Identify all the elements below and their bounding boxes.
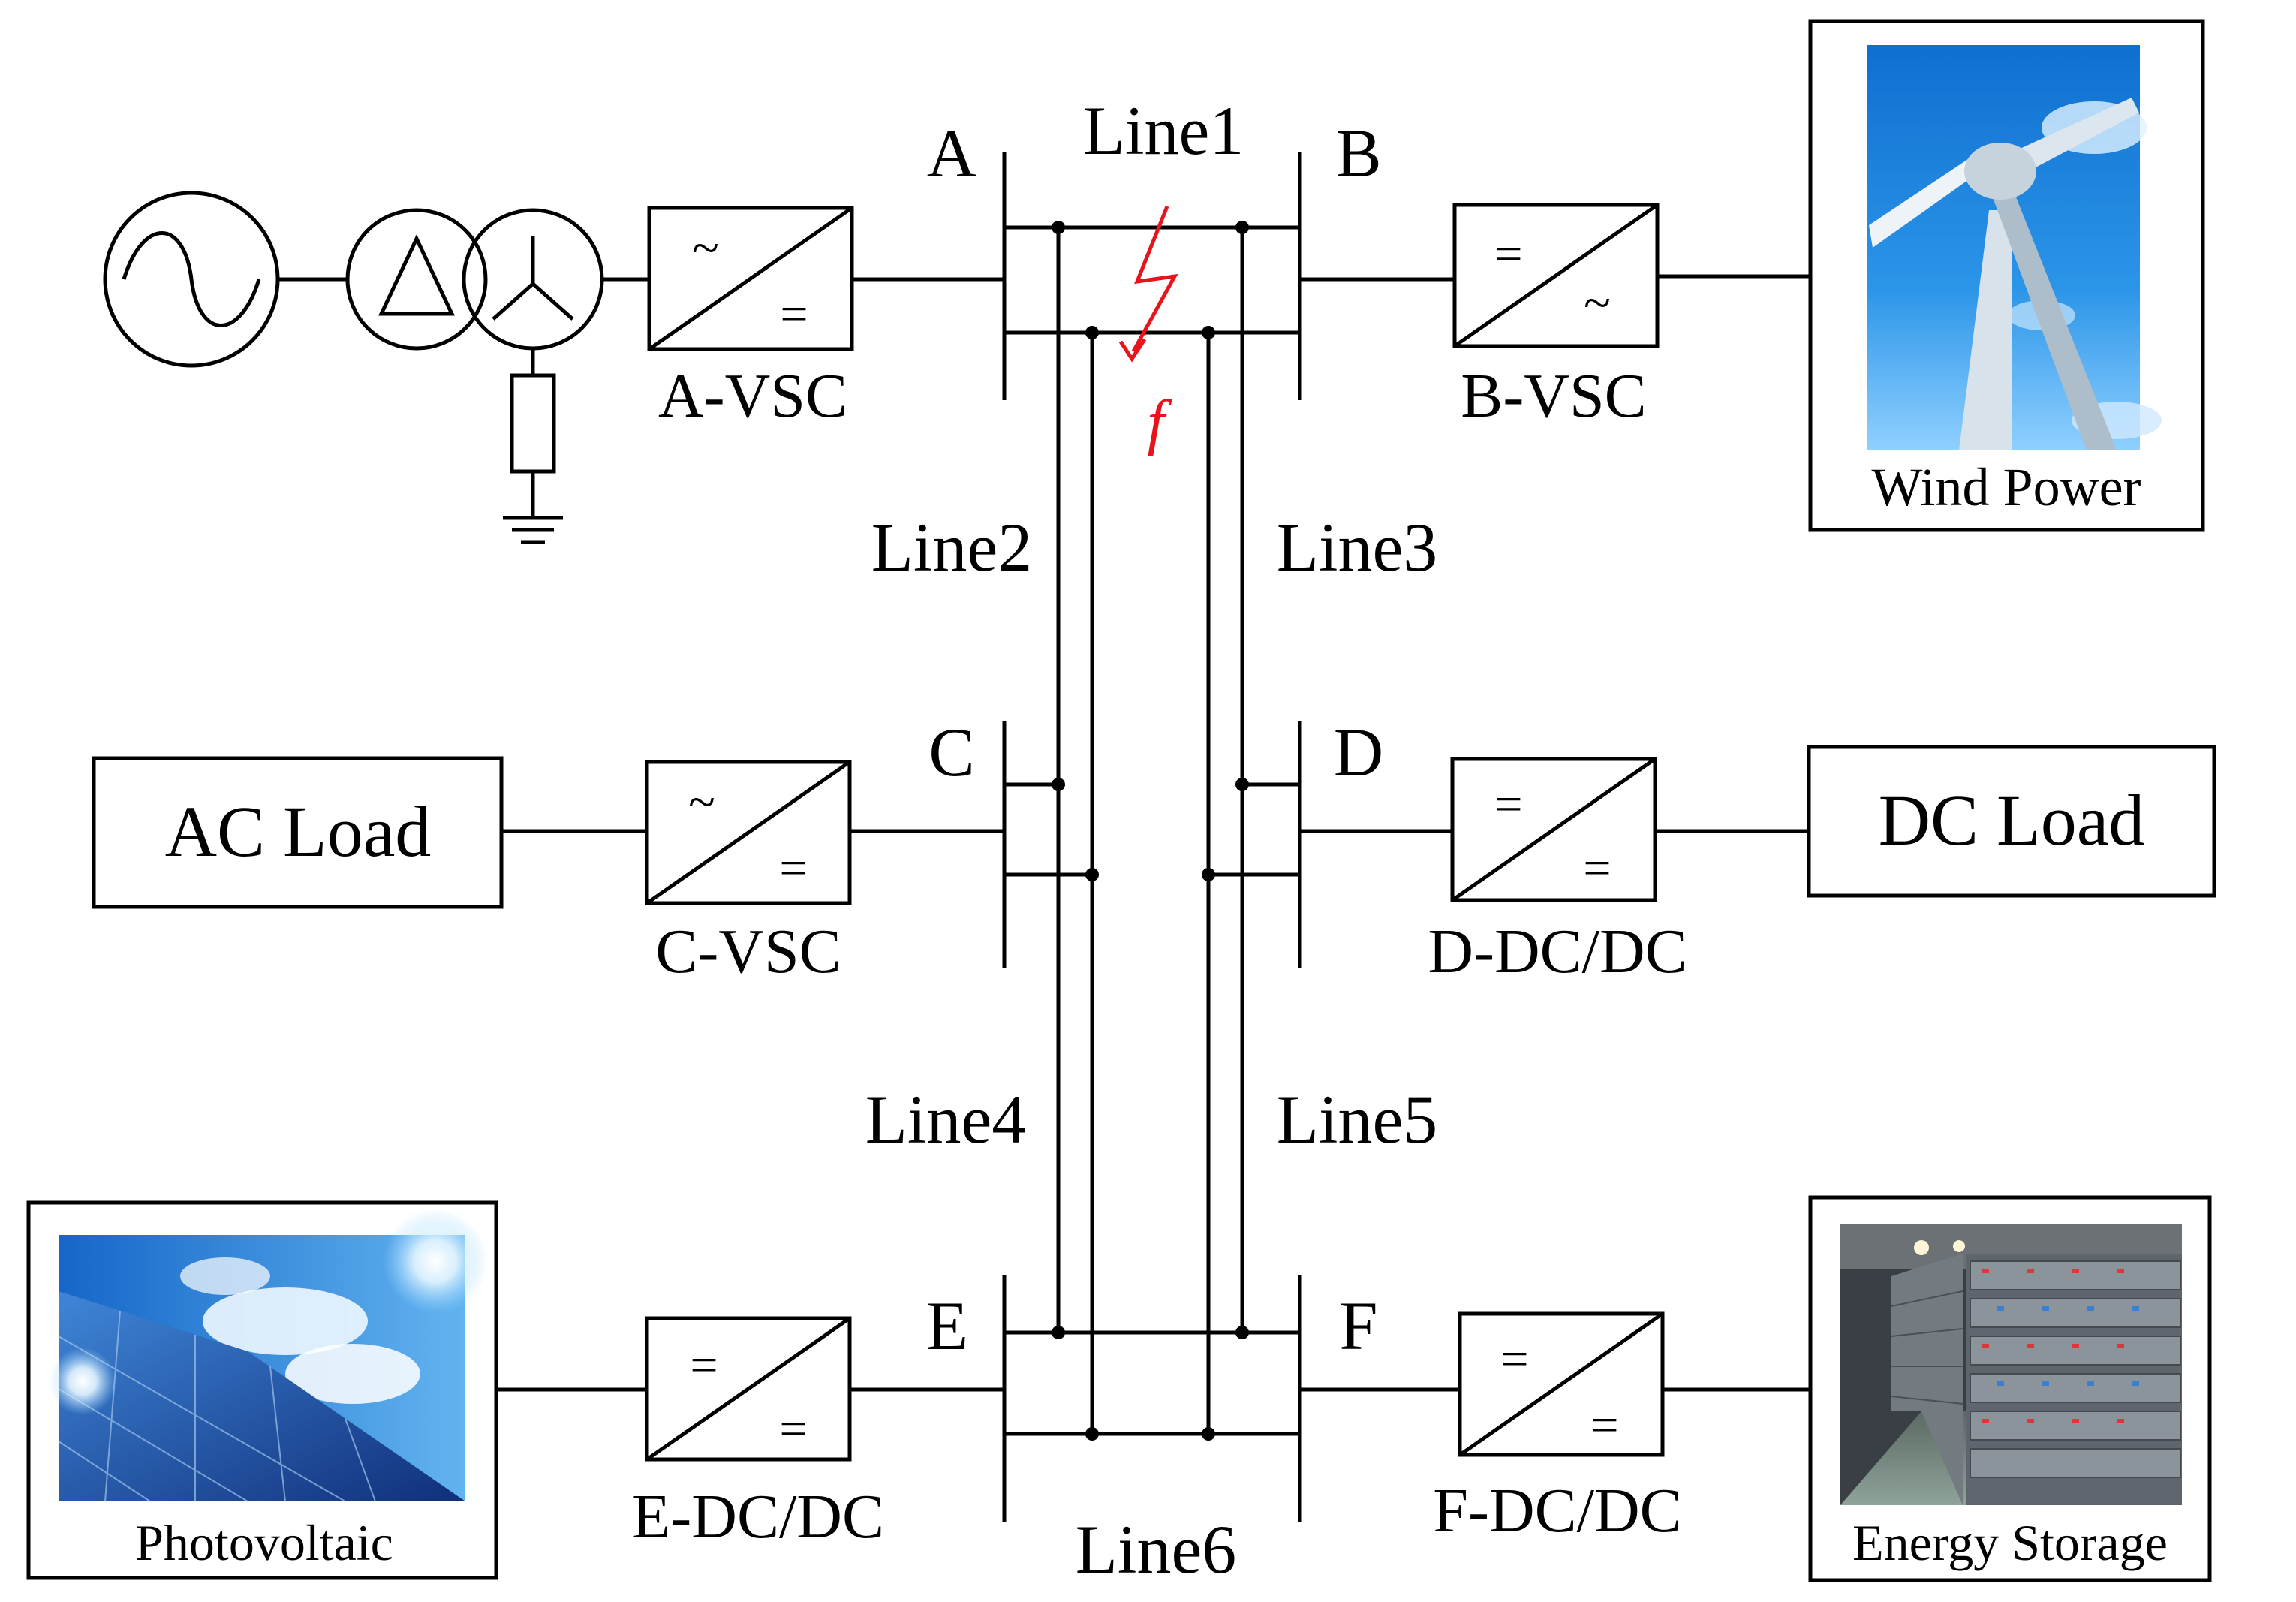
converter-c-bottom-symbol: = xyxy=(779,841,807,896)
grounding-resistor-icon xyxy=(510,373,556,474)
bus-e-label: E xyxy=(926,1287,968,1364)
line1-label: Line1 xyxy=(1083,92,1244,169)
labels: A B C D E F Line1 Line2 Line3 Line4 Line… xyxy=(865,92,1438,1588)
ac-load: AC Load xyxy=(92,756,504,909)
bus-a-label: A xyxy=(927,115,976,191)
sun-icon xyxy=(383,1209,488,1314)
turbine-tower-icon xyxy=(1959,210,2012,450)
converter-a-vsc: ~ = A-VSC xyxy=(647,206,854,431)
converter-e-dcdc: = = E-DC/DC xyxy=(632,1316,884,1552)
wind-power-label: Wind Power xyxy=(1871,457,2141,517)
bus-c-label: C xyxy=(928,714,974,790)
line6-label: Line6 xyxy=(1076,1511,1237,1588)
converter-e-label: E-DC/DC xyxy=(632,1482,884,1552)
converter-d-dcdc: = = D-DC/DC xyxy=(1428,757,1687,986)
dc-load: DC Load xyxy=(1807,745,2216,898)
dc-load-label: DC Load xyxy=(1879,780,2145,860)
battery-room-image xyxy=(1840,1224,2182,1505)
converter-d-label: D-DC/DC xyxy=(1428,917,1687,986)
photovoltaic-panel: Photovoltaic xyxy=(26,1200,498,1580)
wind-turbine-image xyxy=(1867,45,2162,450)
ac-load-label: AC Load xyxy=(165,791,432,872)
line4-label: Line4 xyxy=(865,1081,1027,1158)
converter-d-top-symbol: = xyxy=(1494,777,1522,832)
converter-a-top-symbol: ~ xyxy=(692,221,719,276)
converter-d-bottom-symbol: = xyxy=(1583,841,1611,896)
bus-b-label: B xyxy=(1335,115,1381,191)
converter-f-bottom-symbol: = xyxy=(1590,1398,1618,1453)
connection-wires xyxy=(497,274,1810,1392)
line5-label: Line5 xyxy=(1277,1081,1438,1158)
junction-dots xyxy=(1052,221,1249,1441)
wye-winding-icon xyxy=(492,236,574,321)
converter-c-vsc: ~ = C-VSC xyxy=(645,760,852,986)
line2-label: Line2 xyxy=(871,509,1033,586)
converter-b-top-symbol: = xyxy=(1494,227,1522,282)
converter-c-top-symbol: ~ xyxy=(688,775,715,830)
converter-c-label: C-VSC xyxy=(655,917,841,986)
converter-b-bottom-symbol: ~ xyxy=(1584,276,1611,330)
converter-a-bottom-symbol: = xyxy=(780,287,808,342)
turbine-blade-icon xyxy=(1869,150,1989,248)
ac-grid-source xyxy=(103,191,649,544)
turbine-hub-icon xyxy=(1964,143,2036,200)
wind-power-panel: Wind Power xyxy=(1808,19,2205,532)
dc-buses xyxy=(1002,152,1302,1522)
fault-arrow-icon xyxy=(1118,338,1147,363)
photovoltaic-label: Photovoltaic xyxy=(135,1514,393,1571)
converter-b-vsc: = ~ B-VSC xyxy=(1452,203,1660,431)
solar-panel-image xyxy=(49,1209,488,1502)
converter-e-top-symbol: = xyxy=(690,1338,718,1393)
converter-b-label: B-VSC xyxy=(1461,361,1646,431)
bus-f-label: F xyxy=(1339,1287,1377,1364)
converter-f-dcdc: = = F-DC/DC xyxy=(1433,1311,1682,1546)
delta-winding-icon xyxy=(378,234,455,316)
energy-storage-panel: Energy Storage xyxy=(1808,1195,2212,1582)
line3-label: Line3 xyxy=(1277,509,1438,586)
converter-a-label: A-VSC xyxy=(658,361,847,431)
converter-e-bottom-symbol: = xyxy=(779,1402,807,1456)
ceiling-light-icon xyxy=(1914,1240,1929,1255)
converter-f-top-symbol: = xyxy=(1500,1332,1528,1387)
transformer-delta-icon xyxy=(345,208,488,351)
lightning-bolt-icon xyxy=(1131,206,1178,353)
converter-f-label: F-DC/DC xyxy=(1433,1476,1681,1546)
ground-icon xyxy=(503,516,563,544)
sine-wave-icon xyxy=(122,231,261,327)
energy-storage-label: Energy Storage xyxy=(1852,1514,2168,1571)
fault-label: f xyxy=(1147,387,1172,457)
bus-d-label: D xyxy=(1334,714,1383,790)
